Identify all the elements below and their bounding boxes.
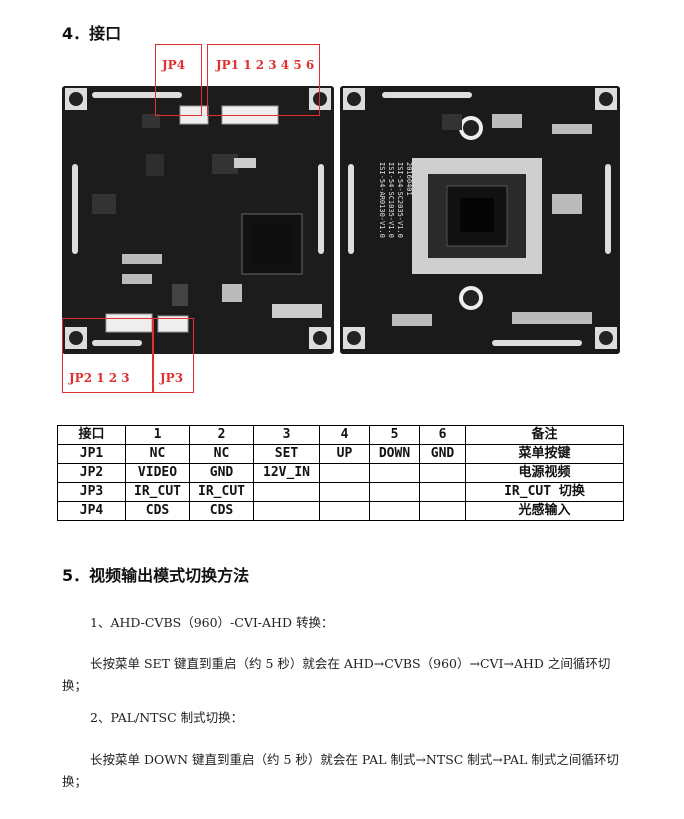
table-cell: IR_CUT bbox=[189, 482, 254, 502]
table-header: 6 bbox=[419, 425, 466, 445]
table-header-row: 接口 1 2 3 4 5 6 备注 bbox=[57, 425, 624, 445]
table-cell: 电源视频 bbox=[465, 463, 624, 483]
table-header: 4 bbox=[319, 425, 370, 445]
silk-text-1: ISI-54-AR0130-V1.0 bbox=[378, 162, 386, 238]
interface-table: 接口 1 2 3 4 5 6 备注 JP1 NC NC SET UP DOWN … bbox=[57, 425, 624, 521]
table-cell: CDS bbox=[125, 501, 190, 521]
silk-text-2: ISI-54-SC1035-V1.0 bbox=[387, 162, 395, 238]
paragraph-ahd-switch-title: 1、AHD-CVBS（960）-CVI-AHD 转换： bbox=[90, 615, 334, 630]
callout-jp4-label: JP4 bbox=[162, 58, 186, 72]
table-cell bbox=[419, 501, 466, 521]
table-header: 接口 bbox=[57, 425, 126, 445]
paragraph-pal-ntsc-title: 2、PAL/NTSC 制式切换： bbox=[90, 710, 244, 725]
pcb-board-photo: ISI-54-AR0130-V1.0 ISI-54-SC1035-V1.0 IS… bbox=[62, 84, 620, 356]
table-cell: JP4 bbox=[57, 501, 126, 521]
table-cell: JP1 bbox=[57, 444, 126, 464]
table-cell: NC bbox=[125, 444, 190, 464]
table-cell: NC bbox=[189, 444, 254, 464]
table-cell: GND bbox=[419, 444, 466, 464]
table-cell: JP3 bbox=[57, 482, 126, 502]
table-header: 2 bbox=[189, 425, 254, 445]
silk-text-4: 20160401 bbox=[405, 162, 413, 196]
callout-jp1-label: JP1 1 2 3 4 5 6 bbox=[216, 58, 315, 72]
table-cell: VIDEO bbox=[125, 463, 190, 483]
table-cell: CDS bbox=[189, 501, 254, 521]
table-cell bbox=[253, 482, 320, 502]
table-header: 5 bbox=[369, 425, 420, 445]
table-cell bbox=[369, 482, 420, 502]
section-5-heading: 5．视频输出模式切换方法 bbox=[62, 566, 250, 585]
callout-jp3: JP3 bbox=[152, 318, 194, 393]
section-4-heading: 4．接口 bbox=[62, 24, 122, 43]
callout-jp3-label: JP3 bbox=[160, 371, 184, 385]
callout-jp4: JP4 bbox=[155, 44, 202, 116]
table-cell: 12V_IN bbox=[253, 463, 320, 483]
table-row: JP3 IR_CUT IR_CUT IR_CUT 切换 bbox=[57, 482, 624, 502]
table-cell: UP bbox=[319, 444, 370, 464]
table-cell: IR_CUT 切换 bbox=[465, 482, 624, 502]
table-row: JP2 VIDEO GND 12V_IN 电源视频 bbox=[57, 463, 624, 483]
callout-jp2-label: JP2 1 2 3 bbox=[69, 371, 130, 385]
table-cell bbox=[369, 501, 420, 521]
table-cell: DOWN bbox=[369, 444, 420, 464]
table-cell bbox=[419, 482, 466, 502]
table-cell: 光感输入 bbox=[465, 501, 624, 521]
table-header: 3 bbox=[253, 425, 320, 445]
table-cell bbox=[319, 482, 370, 502]
table-cell: JP2 bbox=[57, 463, 126, 483]
table-cell bbox=[253, 501, 320, 521]
table-cell: IR_CUT bbox=[125, 482, 190, 502]
table-cell: SET bbox=[253, 444, 320, 464]
paragraph-pal-ntsc-desc: 长按菜单 DOWN 键直到重启（约 5 秒）就会在 PAL 制式→NTSC 制式… bbox=[62, 752, 619, 789]
callout-jp2: JP2 1 2 3 bbox=[62, 318, 154, 393]
paragraph-ahd-switch-desc: 长按菜单 SET 键直到重启（约 5 秒）就会在 AHD→CVBS（960）→C… bbox=[62, 656, 611, 693]
table-header: 1 bbox=[125, 425, 190, 445]
table-cell bbox=[419, 463, 466, 483]
table-cell bbox=[319, 501, 370, 521]
callout-jp1: JP1 1 2 3 4 5 6 bbox=[207, 44, 320, 116]
table-header: 备注 bbox=[465, 425, 624, 445]
table-cell: 菜单按键 bbox=[465, 444, 624, 464]
table-cell: GND bbox=[189, 463, 254, 483]
table-row: JP4 CDS CDS 光感输入 bbox=[57, 501, 624, 521]
table-cell bbox=[369, 463, 420, 483]
table-cell bbox=[319, 463, 370, 483]
silk-text-3: ISI-54-SC2035-V1.0 bbox=[396, 162, 404, 238]
table-row: JP1 NC NC SET UP DOWN GND 菜单按键 bbox=[57, 444, 624, 464]
